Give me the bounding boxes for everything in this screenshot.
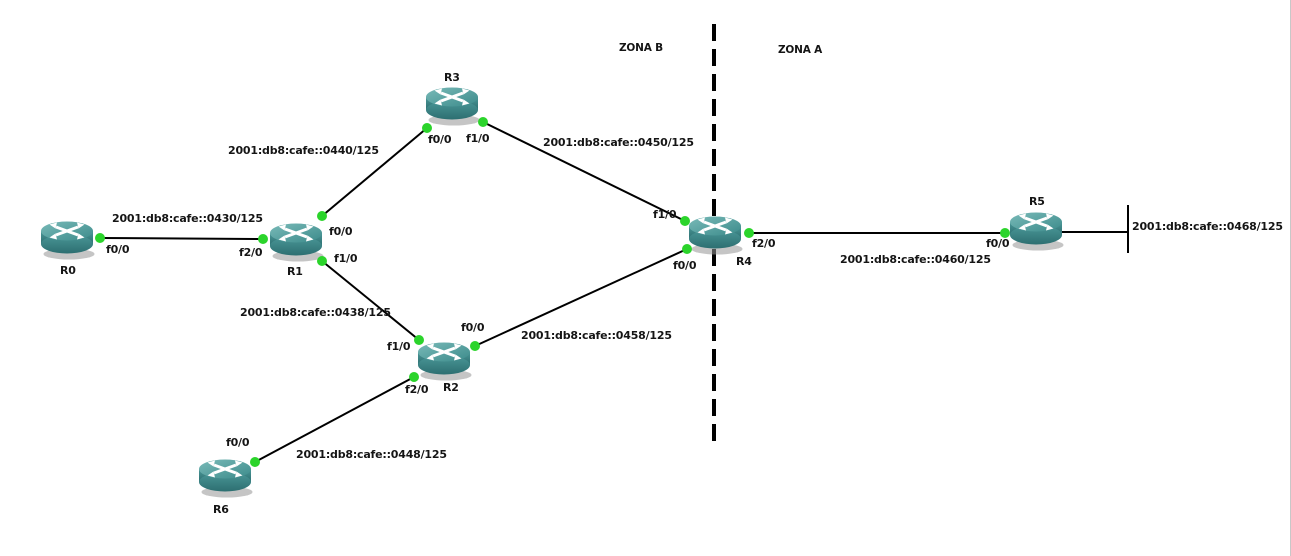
if-label-r1-f0-0: f0/0 — [329, 225, 353, 238]
router-r2[interactable] — [415, 338, 473, 382]
router-r1[interactable] — [267, 219, 325, 263]
net-label-0450: 2001:db8:cafe::0450/125 — [543, 136, 694, 149]
net-label-0460: 2001:db8:cafe::0460/125 — [840, 253, 991, 266]
net-label-0440: 2001:db8:cafe::0440/125 — [228, 144, 379, 157]
if-label-r2-f2-0: f2/0 — [405, 383, 429, 396]
port-dot — [95, 233, 105, 243]
router-r5[interactable] — [1007, 208, 1065, 252]
if-label-r4-f2-0: f2/0 — [752, 237, 776, 250]
if-label-r1-f1-0: f1/0 — [334, 252, 358, 265]
link-r1-r2[interactable] — [321, 260, 420, 341]
net-label-0458: 2001:db8:cafe::0458/125 — [521, 329, 672, 342]
zone-label-a: ZONA A — [778, 44, 823, 56]
if-label-r5-f0-0: f0/0 — [986, 237, 1010, 250]
router-icon — [686, 212, 744, 256]
if-label-r6-f0-0: f0/0 — [226, 436, 250, 449]
link-r1-r3[interactable] — [321, 127, 428, 217]
net-label-0438: 2001:db8:cafe::0438/125 — [240, 306, 391, 319]
router-name-r4: R4 — [736, 255, 752, 268]
net-label-0430: 2001:db8:cafe::0430/125 — [112, 212, 263, 225]
net-label-0448: 2001:db8:cafe::0448/125 — [296, 448, 447, 461]
if-label-r4-f0-0: f0/0 — [673, 259, 697, 272]
router-icon — [423, 83, 481, 127]
router-name-r0: R0 — [60, 264, 76, 277]
router-name-r2: R2 — [443, 381, 459, 394]
router-r3[interactable] — [423, 83, 481, 127]
router-icon — [1007, 208, 1065, 252]
if-label-r0-f0-0: f0/0 — [106, 243, 130, 256]
router-r6[interactable] — [196, 455, 254, 499]
if-label-r1-f2-0: f2/0 — [239, 246, 263, 259]
if-label-r2-f1-0: f1/0 — [387, 340, 411, 353]
router-name-r3: R3 — [444, 71, 460, 84]
router-name-r5: R5 — [1029, 195, 1045, 208]
if-label-r4-f1-0: f1/0 — [653, 208, 677, 221]
if-label-r3-f0-0: f0/0 — [428, 133, 452, 146]
router-name-r6: R6 — [213, 503, 229, 516]
if-label-r2-f0-0: f0/0 — [461, 321, 485, 334]
router-r0[interactable] — [38, 217, 96, 261]
router-icon — [196, 455, 254, 499]
if-label-r3-f1-0: f1/0 — [466, 132, 490, 145]
link-r0-r1[interactable] — [99, 237, 264, 240]
router-name-r1: R1 — [287, 265, 303, 278]
router-icon — [38, 217, 96, 261]
net-label-0468: 2001:db8:cafe::0468/125 — [1132, 220, 1283, 233]
zone-label-b: ZONA B — [619, 42, 663, 54]
router-r4[interactable] — [686, 212, 744, 256]
router-icon — [267, 219, 325, 263]
router-icon — [415, 338, 473, 382]
